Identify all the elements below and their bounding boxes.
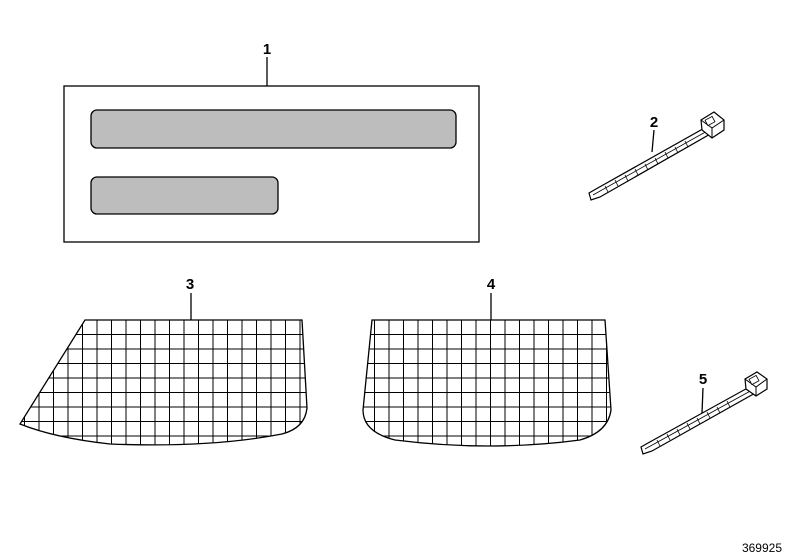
label-strip-short — [90, 176, 279, 215]
net-outline — [19, 319, 308, 446]
leader-line-2 — [651, 129, 655, 153]
part-5-cable-tie: 5 — [640, 371, 768, 455]
callout-4: 4 — [487, 276, 496, 293]
cable-tie-icon — [640, 371, 768, 455]
part-3-cargo-net: 3 — [19, 276, 308, 446]
callout-2: 2 — [650, 114, 658, 131]
cable-tie-icon — [588, 111, 725, 201]
net-mesh — [20, 320, 307, 445]
callout-1: 1 — [263, 41, 271, 58]
diagram-code: 369925 — [742, 541, 782, 555]
part-1-label-sheet: 1 — [63, 41, 480, 243]
callout-3: 3 — [186, 276, 194, 293]
callout-5: 5 — [699, 371, 707, 388]
net-outline — [362, 319, 612, 447]
net-mesh — [363, 320, 611, 446]
label-strip-long — [90, 109, 457, 149]
leader-line-5 — [701, 387, 704, 414]
part-2-cable-tie: 2 — [588, 111, 725, 201]
part-4-cargo-net: 4 — [362, 276, 612, 447]
